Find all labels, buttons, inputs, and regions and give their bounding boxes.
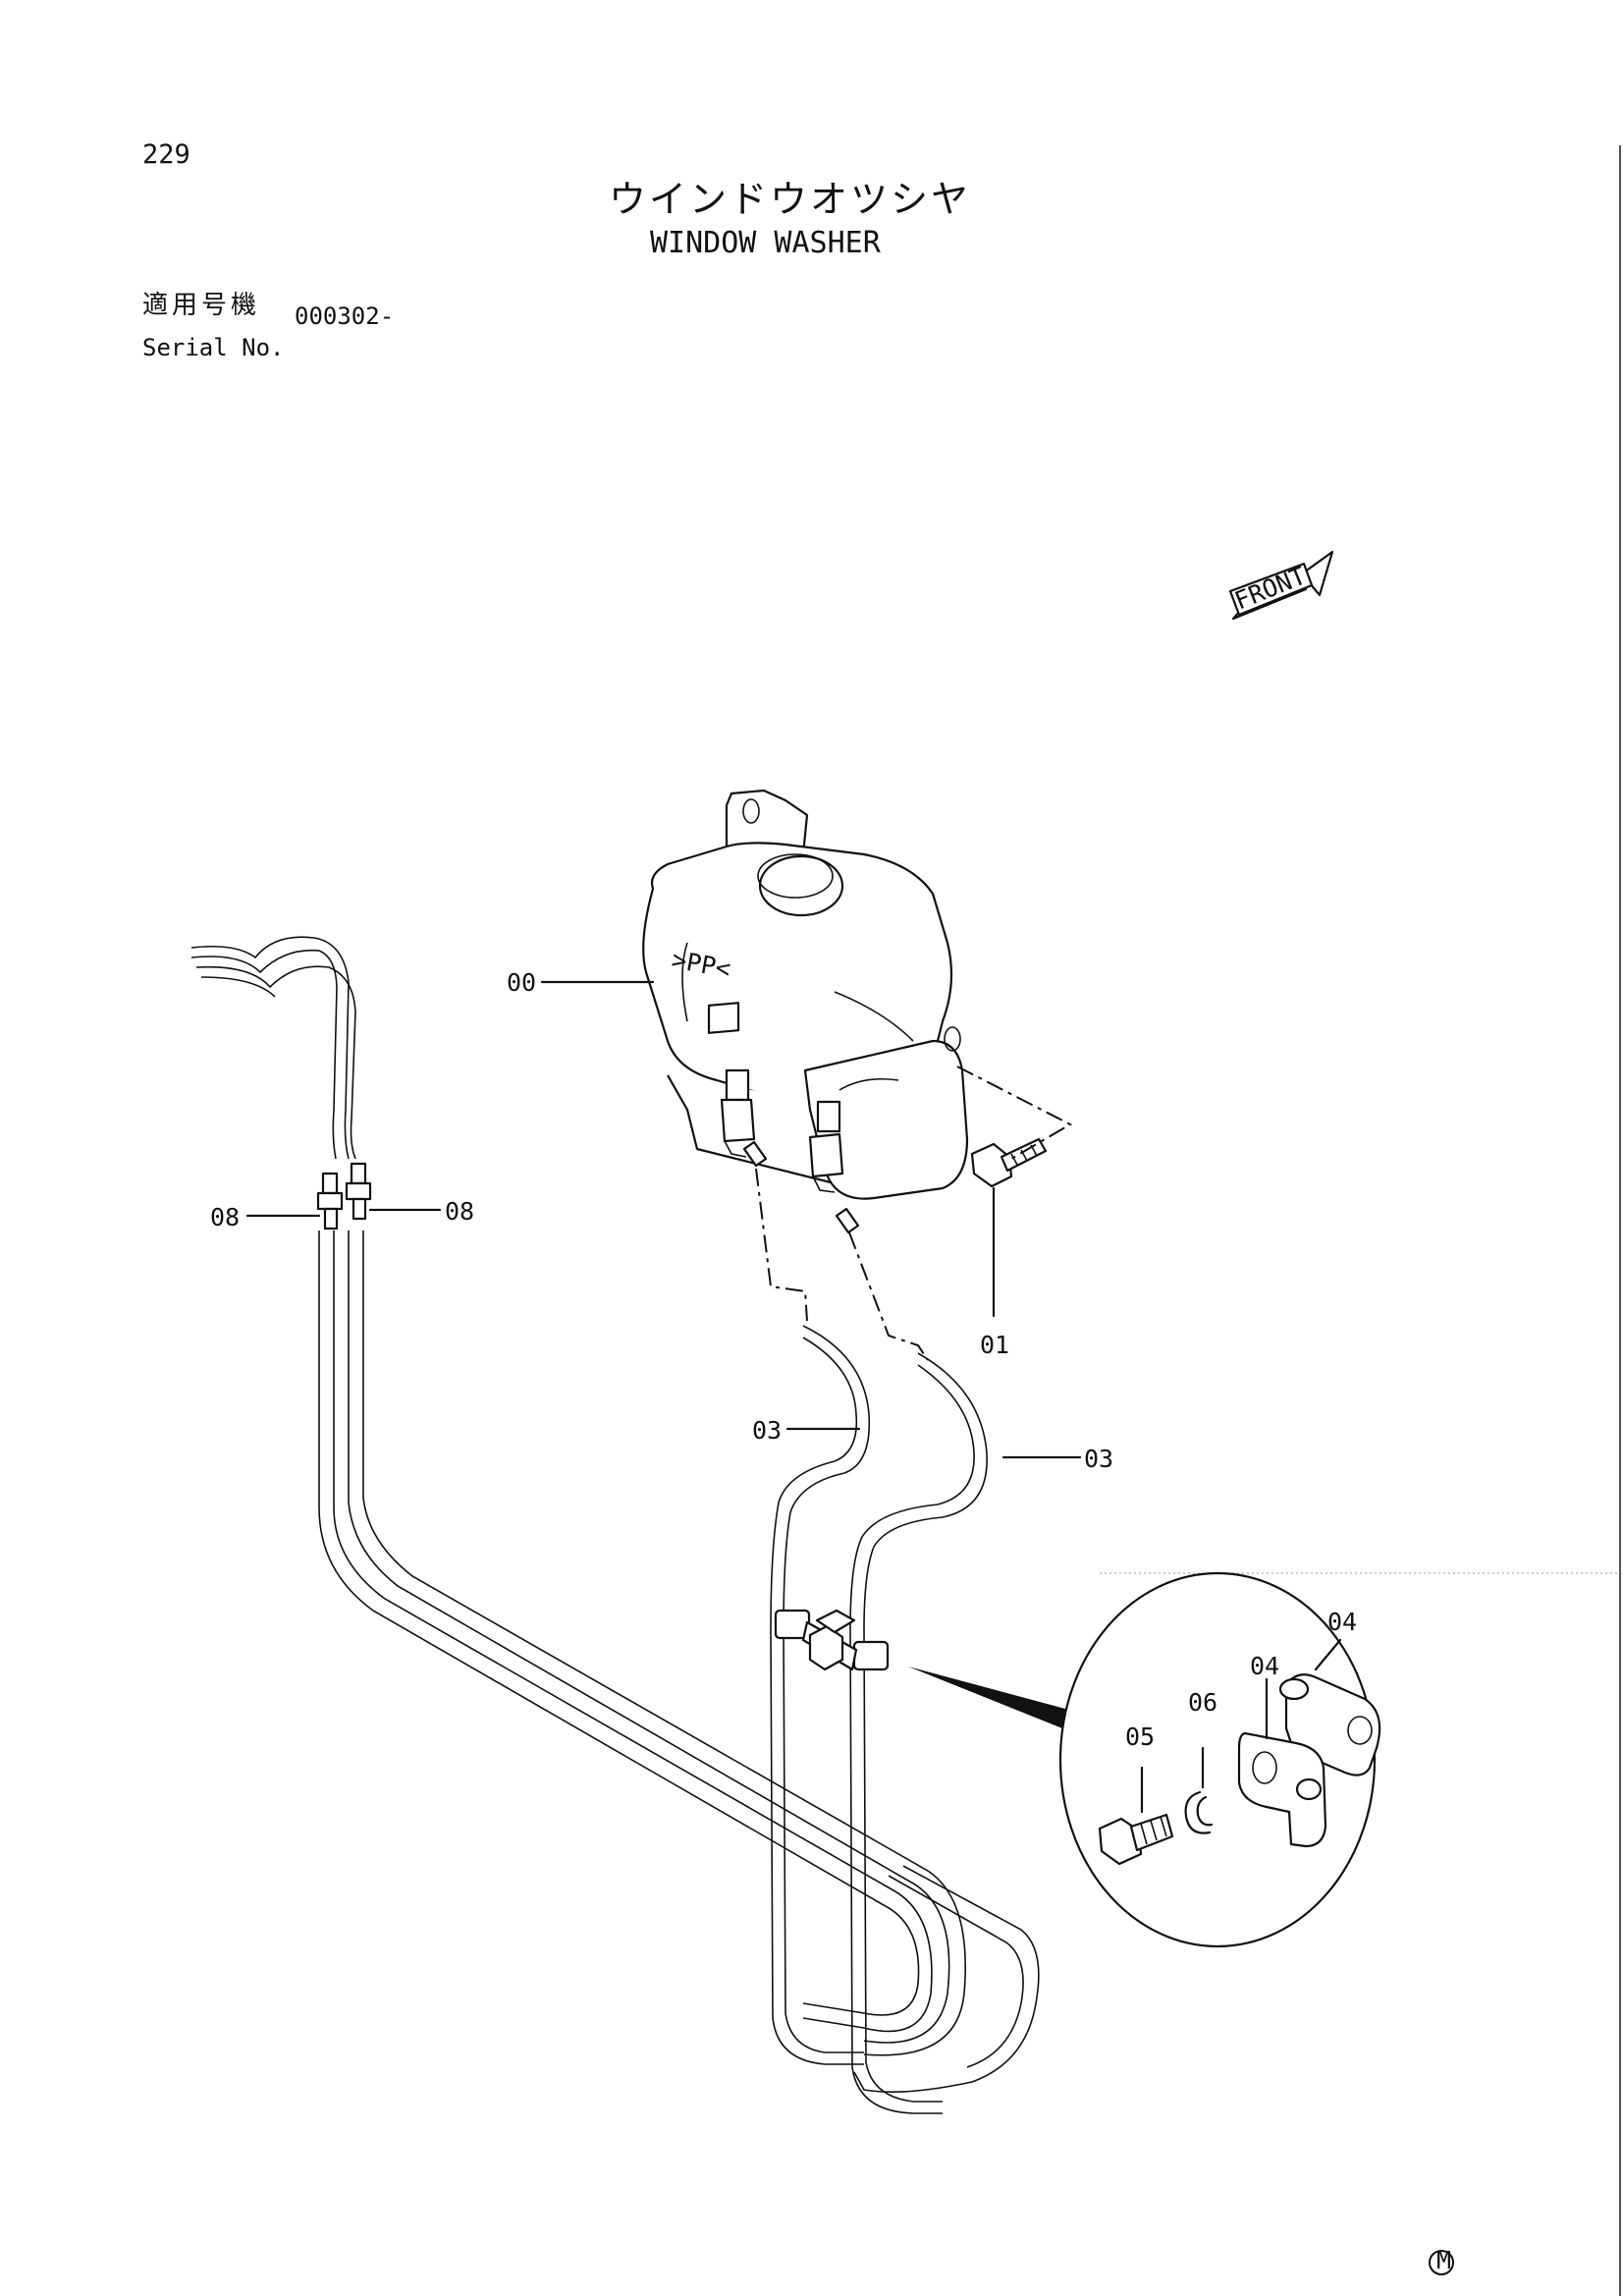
washer-hose-left [770, 1325, 871, 2065]
callout-01: 01 [980, 1331, 1009, 1359]
page-title: WINDOW WASHER [650, 226, 881, 260]
callout-05: 05 [1125, 1722, 1155, 1751]
washer-tank: >PP< [642, 789, 969, 1200]
serial-number-range: 000302- [295, 302, 395, 330]
callout-00: 00 [507, 968, 536, 997]
mounting-bolt [970, 1137, 1048, 1318]
manufacturer-mark-letter: M [1436, 2246, 1451, 2274]
hose-left-leader [755, 1168, 808, 1322]
callout-06: 06 [1188, 1688, 1217, 1717]
manufacturer-mark: M [1429, 2246, 1454, 2275]
front-label: FRONT [1230, 561, 1310, 615]
callout-03-right: 03 [1084, 1445, 1113, 1473]
callout-08-right: 08 [445, 1197, 474, 1226]
page-number: 229 [142, 139, 190, 170]
supply-hoses-lower [318, 1230, 1040, 2093]
serial-label-japanese: 適用号機 [142, 291, 261, 320]
clamp-detail-view [1058, 1571, 1381, 1948]
front-arrow-icon: FRONT [1228, 550, 1334, 621]
tank-outlet-nozzles [742, 1140, 860, 1234]
callout-04-upper: 04 [1327, 1608, 1357, 1636]
hose-clamp-assembly [774, 1609, 890, 1671]
callout-08-left: 08 [210, 1203, 240, 1231]
supply-hoses-upper [190, 936, 356, 1160]
serial-label: Serial No. [142, 334, 285, 361]
bolt-leader [956, 1066, 1073, 1160]
detail-pointer [908, 1667, 1065, 1728]
callout-03-left: 03 [752, 1416, 782, 1445]
callout-04-lower: 04 [1250, 1652, 1279, 1680]
page-title-japanese: ウインドウオツシヤ [609, 178, 972, 221]
washer-hose-right [849, 1352, 988, 2114]
hose-right-leader [848, 1231, 929, 1361]
hose-joint-left [316, 1172, 344, 1230]
hose-joint-right [345, 1162, 372, 1221]
